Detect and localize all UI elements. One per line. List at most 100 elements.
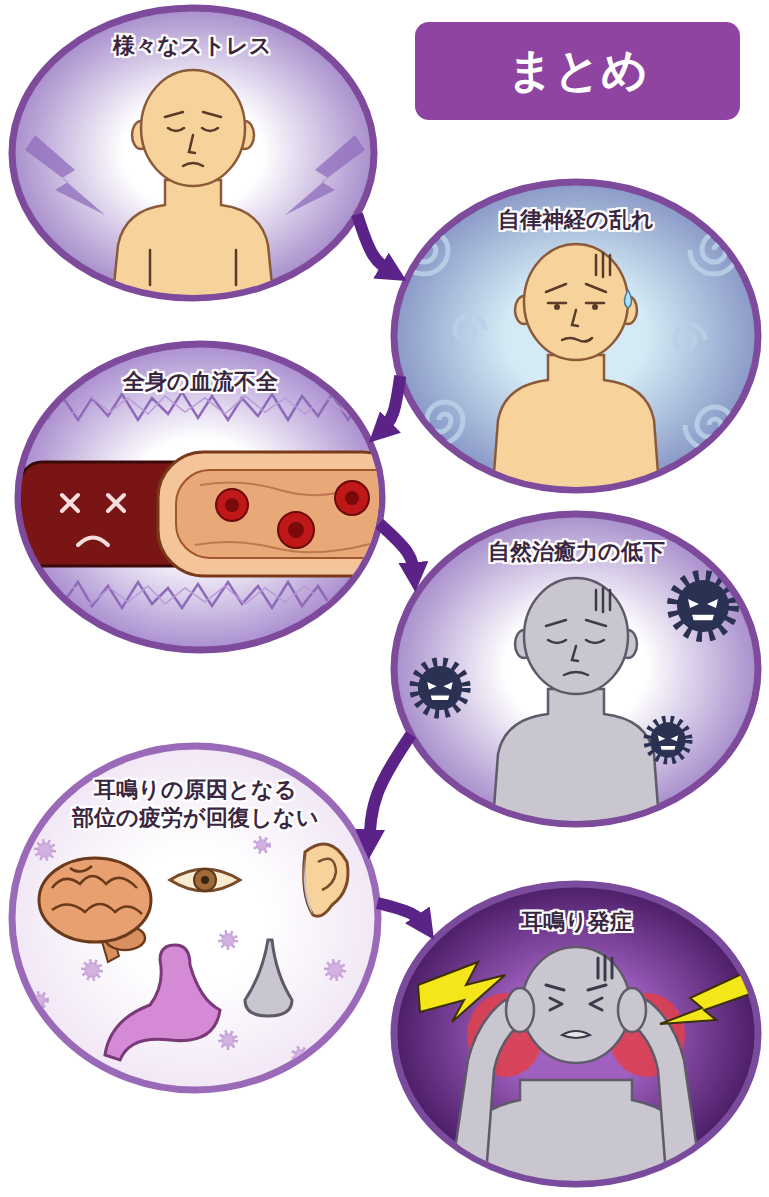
anxious-person xyxy=(400,232,738,449)
virus xyxy=(427,682,453,690)
virus xyxy=(415,663,466,714)
stressed-person xyxy=(236,121,254,149)
flow-arrow xyxy=(377,903,425,927)
stage-circle: 耳鳴りの原因となる 部位の疲労が回復しない xyxy=(8,742,382,1094)
anxious-person xyxy=(546,253,610,342)
anxious-person xyxy=(400,232,448,274)
blood-vessel xyxy=(216,489,248,521)
tinnitus-person xyxy=(546,956,612,1010)
stressed-person xyxy=(150,112,236,285)
anxious-person xyxy=(562,338,592,342)
weakened-person xyxy=(609,590,612,610)
stressed-person xyxy=(285,135,365,215)
tinnitus-person xyxy=(588,985,606,990)
virus xyxy=(688,599,718,608)
anxious-person xyxy=(595,255,598,275)
weakened-person xyxy=(586,620,606,626)
stage-label: 自然治癒力の低下 xyxy=(452,538,700,566)
blood-vessel xyxy=(195,542,370,552)
stage-circle: 自然治癒力の低下 xyxy=(390,510,762,828)
tinnitus-person xyxy=(418,962,505,1022)
virus xyxy=(650,722,685,757)
tinnitus-person xyxy=(452,1000,522,1175)
organs xyxy=(52,866,142,914)
blood-vessel xyxy=(386,524,398,536)
virus xyxy=(418,666,462,710)
virus xyxy=(677,580,729,632)
anxious-person xyxy=(515,296,533,324)
anxious-person xyxy=(572,310,578,326)
weakened-person xyxy=(492,689,660,834)
circle-outline xyxy=(12,8,374,298)
organs xyxy=(34,839,343,1061)
tinnitus-person xyxy=(604,956,607,980)
blood-vessel xyxy=(20,392,416,608)
virus xyxy=(660,745,676,750)
anxious-person xyxy=(492,355,660,500)
anxious-person xyxy=(685,407,733,449)
weakened-person xyxy=(546,620,566,626)
stage-label: 耳鳴りの原因となる 部位の疲労が回復しない xyxy=(70,776,320,831)
stressed-person xyxy=(141,70,245,186)
weakened-person xyxy=(595,590,598,610)
organs xyxy=(39,858,151,942)
flow-arrow xyxy=(369,735,411,845)
organs xyxy=(304,844,348,916)
blood-vessel xyxy=(20,462,290,566)
anxious-person xyxy=(609,255,612,275)
stage-label: 自律神経の乱れ xyxy=(452,206,701,234)
blood-vessel xyxy=(176,470,416,558)
organs xyxy=(327,962,343,978)
anxious-person xyxy=(690,232,738,274)
anxious-person xyxy=(400,232,738,500)
tinnitus-person xyxy=(618,988,646,1032)
weakened-person xyxy=(415,576,734,834)
anxious-person xyxy=(524,244,628,360)
weakened-person xyxy=(546,588,610,675)
tinnitus-person xyxy=(467,993,543,1077)
weakened-person xyxy=(586,640,604,643)
anxious-person xyxy=(592,304,598,310)
organs xyxy=(52,904,142,914)
stage-label: 様々なストレス xyxy=(66,32,320,60)
stage-circle: 耳鳴り発症 xyxy=(390,880,762,1188)
stressed-person xyxy=(25,135,105,215)
organs xyxy=(52,876,137,888)
anxious-person xyxy=(675,325,705,350)
stage-label: 全身の血流不全 xyxy=(75,368,324,396)
blood-vessel xyxy=(62,495,124,545)
weakened-person xyxy=(572,646,578,661)
tinnitus-person xyxy=(660,972,750,1024)
anxious-person xyxy=(455,315,485,340)
stressed-person xyxy=(202,128,218,131)
blood-vessel xyxy=(377,515,407,545)
anxious-person xyxy=(586,284,606,292)
virus xyxy=(648,720,689,761)
title-text: まとめ xyxy=(507,40,648,102)
blood-vessel xyxy=(288,522,304,538)
blood-vessel xyxy=(278,512,314,548)
stressed-person xyxy=(235,250,238,285)
virus xyxy=(430,695,450,701)
anxious-person xyxy=(602,253,605,277)
organs xyxy=(100,935,119,962)
anxious-person xyxy=(548,302,566,305)
organs xyxy=(256,839,268,851)
circle-outline xyxy=(394,182,758,490)
anxious-person xyxy=(619,296,637,324)
tinnitus-person xyxy=(611,958,614,978)
stressed-person xyxy=(168,128,184,131)
stressed-person xyxy=(189,135,195,153)
virus xyxy=(673,576,733,636)
flow-arrow xyxy=(357,214,394,273)
virus xyxy=(673,576,733,636)
connectors xyxy=(357,214,426,927)
anxious-person xyxy=(415,402,463,444)
anxious-person xyxy=(554,304,560,310)
tinnitus-person xyxy=(550,998,562,1010)
organs xyxy=(294,1049,306,1061)
blood-vessel xyxy=(78,538,108,546)
stage-circle: 自律神経の乱れ xyxy=(390,178,762,494)
